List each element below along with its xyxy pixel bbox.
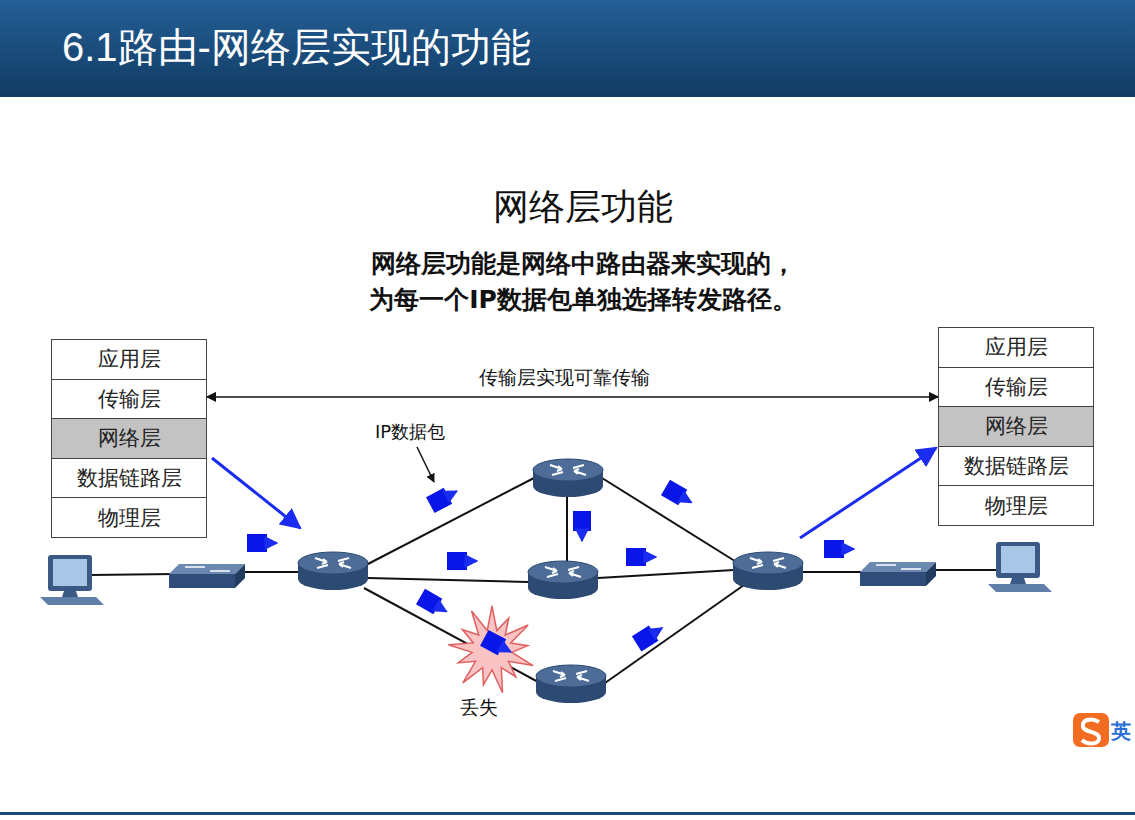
edge-label: 传输层实现可靠传输 (476, 365, 653, 391)
protocol-layer-box: 应用层 (938, 327, 1094, 368)
protocol-layer-box: 物理层 (938, 485, 1094, 526)
layer-name: 数据链路层 (958, 452, 1075, 480)
loss-burst (448, 606, 533, 693)
protocol-layer-box: 应用层 (51, 339, 207, 380)
transport-arrow (207, 396, 938, 398)
heading: 网络层功能 (493, 183, 673, 232)
layer-name: 网络层 (92, 424, 167, 452)
protocol-layer-box: 网络层 (51, 418, 207, 459)
layer-name: 传输层 (92, 385, 167, 413)
protocol-layer-box: 物理层 (51, 497, 207, 538)
callout-label: IP数据包 (375, 420, 445, 444)
description-line: 网络层功能是网络中路由器来实现的， (371, 247, 796, 280)
protocol-layer-box: 数据链路层 (938, 446, 1094, 487)
layer-name: 网络层 (979, 412, 1054, 440)
layer-name: 数据链路层 (71, 464, 188, 492)
layer-name: 应用层 (92, 345, 167, 373)
protocol-layer-box: 数据链路层 (51, 458, 207, 499)
ime-indicator: 英 (1111, 718, 1131, 745)
layer-name: 物理层 (92, 504, 167, 532)
layer-name: 应用层 (979, 333, 1054, 361)
loss-label: 丢失 (460, 695, 498, 721)
footer-line (0, 812, 1135, 815)
protocol-layer-box: 传输层 (51, 379, 207, 420)
description-line: 为每一个IP数据包单独选择转发路径。 (369, 283, 797, 316)
layer-name: 物理层 (979, 492, 1054, 520)
slide-title: 6.1路由-网络层实现的功能 (62, 20, 531, 75)
protocol-layer-box: 网络层 (938, 406, 1094, 447)
protocol-layer-box: 传输层 (938, 367, 1094, 408)
layer-name: 传输层 (979, 373, 1054, 401)
